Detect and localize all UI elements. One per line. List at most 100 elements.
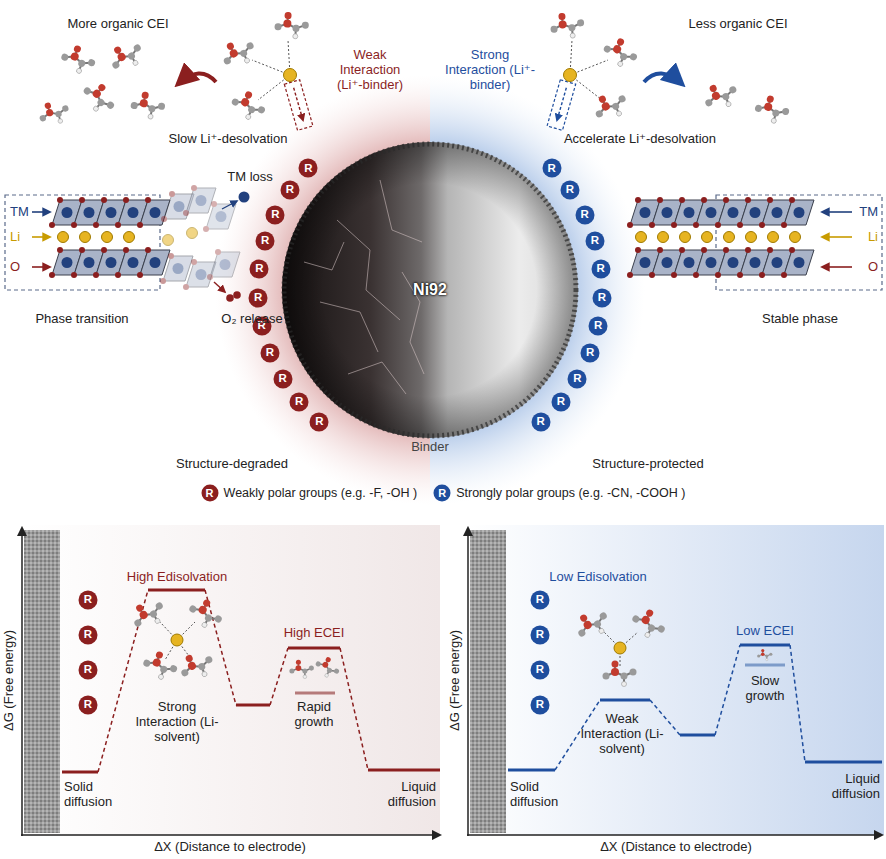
polar-group-marker: R bbox=[78, 695, 98, 715]
polar-group-marker: R bbox=[298, 158, 318, 178]
group-letter: R bbox=[295, 396, 303, 408]
legend-swatch-holder: R bbox=[433, 484, 451, 502]
energy-profile-chart bbox=[467, 525, 884, 836]
legend-symbol-letter: R bbox=[201, 484, 219, 502]
degraded-lattice bbox=[32, 236, 50, 238]
polar-group-marker: R bbox=[260, 343, 280, 363]
cei-molecules bbox=[700, 78, 741, 114]
energy-profile-chart bbox=[22, 525, 440, 835]
polar-group-marker: R bbox=[530, 695, 550, 715]
energy-profile-chart bbox=[757, 649, 772, 661]
polar-group-marker: R bbox=[78, 625, 98, 645]
cei-molecules bbox=[105, 36, 147, 76]
degraded-lattice bbox=[80, 232, 91, 243]
group-letter: R bbox=[254, 292, 262, 304]
marker-fill bbox=[531, 412, 550, 431]
node-content: R bbox=[265, 205, 285, 225]
node-content: R bbox=[298, 158, 318, 178]
energy-profile-chart bbox=[467, 834, 882, 836]
energy-profile-chart bbox=[600, 699, 650, 702]
node-content: Ni92 bbox=[282, 142, 578, 438]
group-letter: R bbox=[566, 184, 574, 196]
axis-title: ΔX (Distance to electrode) bbox=[154, 840, 306, 855]
energy-barrier-label: Low Edisolvation bbox=[549, 570, 647, 585]
energy-profile-chart bbox=[24, 530, 60, 833]
energy-barrier-label: High Edisolvation bbox=[127, 570, 227, 585]
node-content: R bbox=[78, 660, 98, 680]
node-content: R bbox=[530, 660, 550, 680]
legend-text: Strongly polar groups (e.g. -CN, -COOH ) bbox=[456, 486, 685, 500]
energy-profile-chart bbox=[295, 692, 335, 695]
particle-label: Ni92 bbox=[413, 282, 447, 298]
marker-fill bbox=[260, 344, 279, 363]
group-letter: R bbox=[573, 373, 581, 385]
legend-symbol-letter: R bbox=[433, 484, 451, 502]
polar-group-marker: R bbox=[531, 412, 551, 432]
marker-fill bbox=[531, 696, 550, 715]
polar-group-marker: R bbox=[289, 392, 309, 412]
solvation-cluster bbox=[218, 11, 313, 130]
annotation-text: O₂ release bbox=[221, 312, 282, 327]
node-content: R bbox=[248, 288, 268, 308]
degraded-lattice bbox=[49, 247, 170, 278]
marker-fill bbox=[79, 591, 98, 610]
polar-group-marker: R bbox=[591, 259, 611, 279]
group-letter: R bbox=[536, 594, 544, 606]
legend-item: R Strongly polar groups (e.g. -CN, -COOH … bbox=[433, 484, 685, 502]
cei-molecules bbox=[178, 73, 216, 84]
marker-fill bbox=[79, 626, 98, 645]
energy-profile-chart bbox=[312, 653, 343, 681]
polar-group-marker: R bbox=[560, 180, 580, 200]
group-letter: R bbox=[597, 263, 605, 275]
annotation-text: Rapid growth bbox=[286, 700, 342, 730]
energy-profile-chart bbox=[127, 594, 169, 634]
particle-crack bbox=[337, 220, 400, 320]
cei-molecules bbox=[58, 41, 99, 77]
marker-fill bbox=[585, 232, 604, 251]
energy-profile-chart bbox=[205, 590, 236, 705]
stable-lattice bbox=[822, 266, 852, 268]
energy-profile-chart bbox=[148, 589, 205, 592]
group-letter: R bbox=[266, 347, 274, 359]
solvation-cluster bbox=[600, 34, 642, 72]
group-letter: R bbox=[84, 664, 92, 676]
polar-group-marker: R bbox=[280, 180, 300, 200]
polar-group-marker: R bbox=[255, 231, 275, 251]
state-caption: Structure-protected bbox=[592, 457, 703, 472]
legend: R Weakly polar groups (e.g. -F, -OH ) R Str… bbox=[201, 484, 686, 502]
region-label: Liquid diffusion bbox=[818, 772, 880, 802]
legend-item: R Weakly polar groups (e.g. -F, -OH ) bbox=[201, 484, 418, 502]
marker-fill bbox=[310, 412, 329, 431]
group-letter: R bbox=[304, 163, 312, 175]
group-letter: R bbox=[84, 699, 92, 711]
marker-fill bbox=[591, 260, 610, 279]
stable-lattice bbox=[790, 232, 801, 243]
marker-fill bbox=[551, 392, 570, 411]
node-content: R bbox=[585, 231, 605, 251]
polar-group-marker: R bbox=[78, 590, 98, 610]
group-letter: R bbox=[536, 664, 544, 676]
polar-group-marker: R bbox=[530, 660, 550, 680]
node-content: R bbox=[575, 205, 595, 225]
node-content: R bbox=[78, 590, 98, 610]
legend-text: Weakly polar groups (e.g. -F, -OH ) bbox=[224, 486, 418, 500]
layer-label: O bbox=[868, 260, 878, 275]
layer-label: Li bbox=[10, 230, 20, 245]
stable-lattice bbox=[702, 232, 713, 243]
solvation-cluster bbox=[218, 34, 260, 72]
layer-label: O bbox=[10, 260, 20, 275]
polar-group-marker: R bbox=[530, 590, 550, 610]
polar-group-marker: R bbox=[309, 412, 329, 432]
energy-profile-chart bbox=[21, 525, 440, 836]
node-content: R bbox=[530, 695, 550, 715]
energy-profile-chart bbox=[289, 660, 313, 679]
process-label: Accelerate Li⁺-desolvation bbox=[564, 132, 716, 147]
energy-profile-chart bbox=[508, 769, 555, 772]
node-content: R bbox=[78, 625, 98, 645]
node-content: R bbox=[567, 369, 587, 389]
region-label: Solid diffusion bbox=[64, 780, 126, 810]
group-letter: R bbox=[315, 416, 323, 428]
node-content: R bbox=[260, 343, 280, 363]
group-letter: R bbox=[84, 629, 92, 641]
node-content: R bbox=[249, 259, 269, 279]
